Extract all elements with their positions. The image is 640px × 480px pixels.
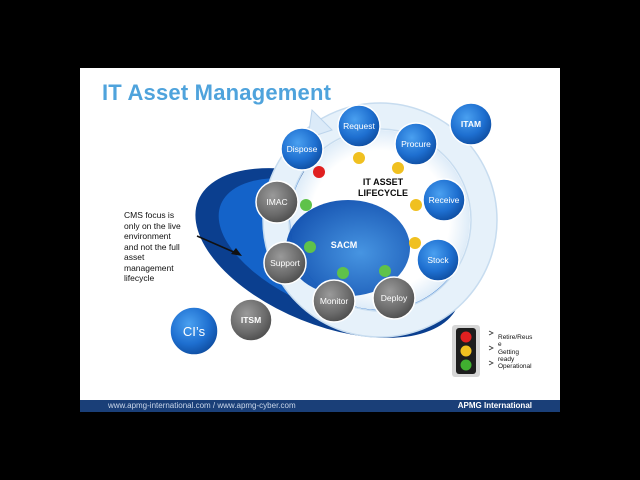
status-dot-red bbox=[313, 166, 325, 178]
cms-note-line: management bbox=[124, 263, 198, 274]
svg-text:Receive: Receive bbox=[429, 195, 460, 205]
svg-text:IMAC: IMAC bbox=[266, 197, 287, 207]
legend-getting-ready: Getting ready bbox=[498, 349, 519, 363]
footer-brand: APMG International bbox=[458, 401, 532, 410]
node-procure: Procure bbox=[395, 123, 437, 165]
page-title: IT Asset Management bbox=[102, 80, 331, 106]
traffic-light-icon bbox=[452, 325, 493, 377]
cms-note-line: asset bbox=[124, 252, 198, 263]
legend-retire-line2: e bbox=[498, 341, 532, 348]
legend-retire: Retire/Reus e bbox=[498, 334, 532, 348]
sacm-label: SACM bbox=[331, 240, 358, 250]
node-itsm: ITSM bbox=[230, 299, 272, 341]
node-deploy: Deploy bbox=[373, 277, 415, 319]
node-support: Support bbox=[264, 242, 306, 284]
slide: IT ASSET LIFECYCLE SACM Request Procure … bbox=[80, 68, 560, 412]
svg-text:Stock: Stock bbox=[427, 255, 449, 265]
status-dot-green bbox=[337, 267, 349, 279]
legend-retire-line1: Retire/Reus bbox=[498, 334, 532, 341]
node-itam: ITAM bbox=[450, 103, 492, 145]
node-receive: Receive bbox=[423, 179, 465, 221]
legend-getting-line1: Getting bbox=[498, 349, 519, 356]
cms-note-line: lifecycle bbox=[124, 273, 198, 284]
cms-note-line: environment bbox=[124, 231, 198, 242]
status-dot-yellow bbox=[392, 162, 404, 174]
legend-operational: Operational bbox=[498, 363, 532, 370]
status-dot-green bbox=[379, 265, 391, 277]
svg-text:Procure: Procure bbox=[401, 139, 431, 149]
node-monitor: Monitor bbox=[313, 280, 355, 322]
svg-text:CI’s: CI’s bbox=[183, 324, 206, 339]
node-stock: Stock bbox=[417, 239, 459, 281]
legend-getting-line2: ready bbox=[498, 356, 519, 363]
node-cis: CI’s bbox=[170, 307, 218, 355]
footer-bar: www.apmg-international.com / www.apmg-cy… bbox=[80, 400, 560, 412]
cms-note: CMS focus is only on the live environmen… bbox=[124, 210, 198, 284]
status-dot-green bbox=[304, 241, 316, 253]
svg-text:Support: Support bbox=[270, 258, 300, 268]
legend-operational-line: Operational bbox=[498, 363, 532, 370]
svg-text:Deploy: Deploy bbox=[381, 293, 408, 303]
cms-note-line: only on the live bbox=[124, 221, 198, 232]
status-dot-yellow bbox=[409, 237, 421, 249]
svg-text:Dispose: Dispose bbox=[287, 144, 318, 154]
status-dot-green bbox=[300, 199, 312, 211]
lifecycle-label-line1: IT ASSET bbox=[363, 177, 404, 187]
svg-text:Request: Request bbox=[343, 121, 375, 131]
node-dispose: Dispose bbox=[281, 128, 323, 170]
node-imac: IMAC bbox=[256, 181, 298, 223]
status-dot-yellow bbox=[353, 152, 365, 164]
svg-text:ITAM: ITAM bbox=[461, 119, 481, 129]
status-dot-yellow bbox=[410, 199, 422, 211]
footer-url[interactable]: www.apmg-international.com / www.apmg-cy… bbox=[108, 401, 296, 410]
svg-text:ITSM: ITSM bbox=[241, 315, 261, 325]
lifecycle-label-line2: LIFECYCLE bbox=[358, 188, 408, 198]
node-request: Request bbox=[338, 105, 380, 147]
cms-note-line: CMS focus is bbox=[124, 210, 198, 221]
cms-note-line: and not the full bbox=[124, 242, 198, 253]
svg-text:Monitor: Monitor bbox=[320, 296, 349, 306]
